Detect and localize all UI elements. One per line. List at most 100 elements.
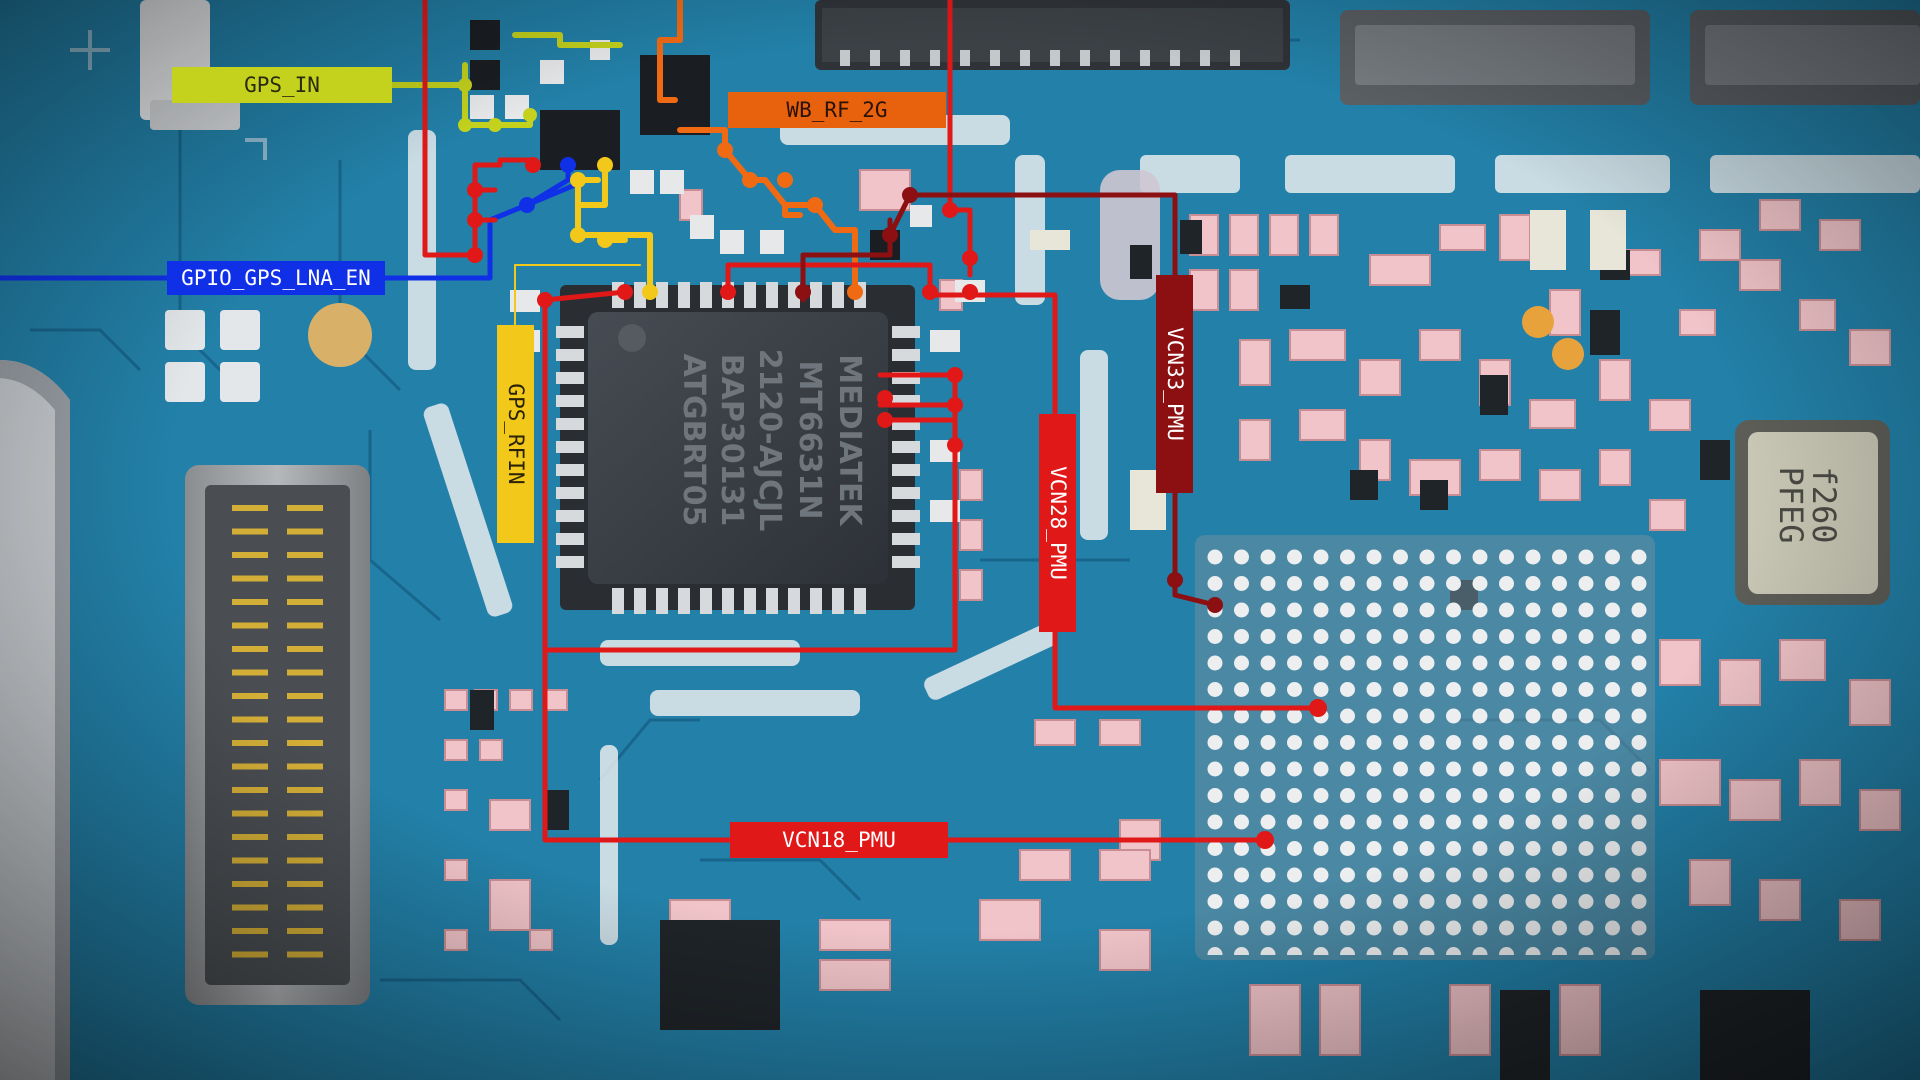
net-label-gps-in: GPS_IN xyxy=(172,67,392,103)
connector-pin xyxy=(232,763,268,770)
chip-pad xyxy=(612,588,624,614)
chip-marking-line-2: MT6631N xyxy=(792,361,827,520)
chip-pad xyxy=(634,588,646,614)
chip-pad xyxy=(744,282,756,308)
connector-pin xyxy=(232,857,268,864)
round-test-pad xyxy=(308,303,372,367)
chip-pad xyxy=(892,349,920,361)
connector-pin xyxy=(287,599,323,605)
chip-pad xyxy=(556,326,584,338)
connector-pin xyxy=(287,881,323,887)
net-label-gps-rfin: GPS_RFIN xyxy=(497,325,534,543)
net-label-wb-rf-2g: WB_RF_2G xyxy=(728,92,946,128)
chip-pad xyxy=(556,441,584,453)
connector-pin xyxy=(287,951,323,958)
chip-pad xyxy=(656,588,668,614)
chip-pad xyxy=(700,282,712,308)
connector-pin xyxy=(287,622,323,629)
chip-marking-line-4: BAP30131 xyxy=(714,354,749,526)
net-label-vcn33-pmu: VCN33_PMU xyxy=(1156,275,1193,493)
chip-pad xyxy=(556,418,584,430)
chip-pad xyxy=(832,588,844,614)
connector-pin xyxy=(287,693,323,699)
net-label-wb-rf-2g-text: WB_RF_2G xyxy=(786,98,887,122)
connector-pin xyxy=(232,505,268,511)
mediatek-qfn-chip: MEDIATEK MT6631N 2120-AJCJL BAP30131 ATG… xyxy=(556,282,920,614)
connector-pin xyxy=(287,928,323,934)
chip-pad xyxy=(892,487,920,499)
connector-pin xyxy=(287,834,323,840)
connector-pin xyxy=(232,716,268,723)
chip-pad xyxy=(892,326,920,338)
chip-pad xyxy=(556,533,584,545)
chip-pad xyxy=(892,533,920,545)
connector-pin xyxy=(287,740,323,746)
connector-pin xyxy=(232,646,268,652)
connector-pin xyxy=(287,810,323,817)
net-label-gpio-gps-lna-en: GPIO_GPS_LNA_EN xyxy=(167,261,385,295)
connector-pin xyxy=(287,716,323,723)
connector-pin xyxy=(232,834,268,840)
net-label-gpio-gps-lna-en-text: GPIO_GPS_LNA_EN xyxy=(181,266,371,290)
connector-pin xyxy=(232,669,268,676)
chip-pad xyxy=(700,588,712,614)
chip-pad xyxy=(556,349,584,361)
chip-pad xyxy=(892,441,920,453)
connector-pin xyxy=(232,552,268,558)
connector-pin xyxy=(232,951,268,958)
connector-pin xyxy=(287,904,323,911)
connector-pin xyxy=(232,928,268,934)
chip-pad xyxy=(810,282,822,308)
chip-pad xyxy=(766,588,778,614)
connector-pin xyxy=(287,669,323,676)
connector-pin xyxy=(232,904,268,911)
connector-pin xyxy=(232,693,268,699)
crystal-oscillator: f260 PFEG xyxy=(1735,420,1890,605)
connector-pin xyxy=(232,881,268,887)
chip-marking-line-3: 2120-AJCJL xyxy=(752,349,787,532)
chip-pad xyxy=(556,556,584,568)
net-label-vcn33-pmu-text: VCN33_PMU xyxy=(1163,327,1187,441)
connector-pin xyxy=(287,646,323,652)
connector-pin xyxy=(232,599,268,605)
chip-pad xyxy=(854,588,866,614)
board-to-board-connector xyxy=(185,465,370,1005)
chip-pad xyxy=(556,372,584,384)
chip-pad xyxy=(892,556,920,568)
connector-pin xyxy=(287,763,323,770)
net-label-vcn28-pmu: VCN28_PMU xyxy=(1039,414,1076,632)
chip-pad xyxy=(722,588,734,614)
net-label-vcn18-pmu-text: VCN18_PMU xyxy=(782,828,896,852)
chip-marking-line-5: ATGBRT05 xyxy=(676,354,711,527)
chip-pad xyxy=(556,510,584,522)
chip-pad xyxy=(556,464,584,476)
connector-pin xyxy=(232,740,268,746)
connector-pin xyxy=(232,810,268,817)
chip-pad xyxy=(892,510,920,522)
chip-pad xyxy=(892,464,920,476)
net-label-gps-rfin-text: GPS_RFIN xyxy=(504,383,528,484)
connector-pin xyxy=(287,787,323,793)
chip-pad xyxy=(678,282,690,308)
connector-pin xyxy=(232,575,268,582)
chip-pad xyxy=(788,588,800,614)
chip-pad xyxy=(744,588,756,614)
connector-pin xyxy=(232,622,268,629)
connector-pin xyxy=(287,857,323,864)
connector-pin xyxy=(287,575,323,582)
chip-pad xyxy=(766,282,778,308)
connector-pin xyxy=(232,787,268,793)
chip-pad xyxy=(832,282,844,308)
connector-pin xyxy=(287,528,323,535)
top-connector-center xyxy=(815,0,1290,70)
connector-pin xyxy=(287,552,323,558)
net-label-vcn28-pmu-text: VCN28_PMU xyxy=(1046,466,1070,580)
net-label-vcn18-pmu: VCN18_PMU xyxy=(730,822,948,858)
net-label-gps-in-text: GPS_IN xyxy=(244,73,320,97)
bga-package xyxy=(1195,535,1655,960)
top-connector-right xyxy=(1340,10,1920,105)
chip-pad xyxy=(556,395,584,407)
chip-pad xyxy=(556,487,584,499)
